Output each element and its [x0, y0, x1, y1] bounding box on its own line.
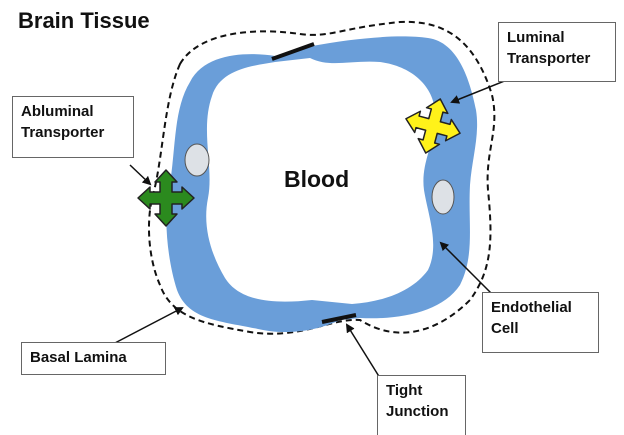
tight-junction-label-line-1: Tight [386, 380, 457, 401]
endothelial-label-line-2: Cell [491, 318, 590, 339]
basal-lamina-label: Basal Lamina [21, 342, 166, 375]
arrow-abluminal [130, 165, 150, 184]
nucleus-left [185, 144, 209, 176]
endothelial-label-line-1: Endothelial [491, 297, 590, 318]
tight-junction-label: Tight Junction [377, 375, 466, 435]
abluminal-label-line-2: Transporter [21, 122, 125, 143]
luminal-label-line-2: Transporter [507, 48, 607, 69]
arrow-tight-junction [347, 325, 380, 378]
arrow-basal-lamina [113, 308, 182, 344]
luminal-label-line-1: Luminal [507, 27, 607, 48]
abluminal-transporter-label: Abluminal Transporter [12, 96, 134, 158]
endothelial-cell-label: Endothelial Cell [482, 292, 599, 353]
tight-junction-label-line-2: Junction [386, 401, 457, 422]
luminal-transporter-label: Luminal Transporter [498, 22, 616, 82]
basal-lamina-label-line-1: Basal Lamina [30, 347, 157, 368]
abluminal-label-line-1: Abluminal [21, 101, 125, 122]
nucleus-right [432, 180, 454, 214]
blood-label: Blood [284, 166, 349, 193]
